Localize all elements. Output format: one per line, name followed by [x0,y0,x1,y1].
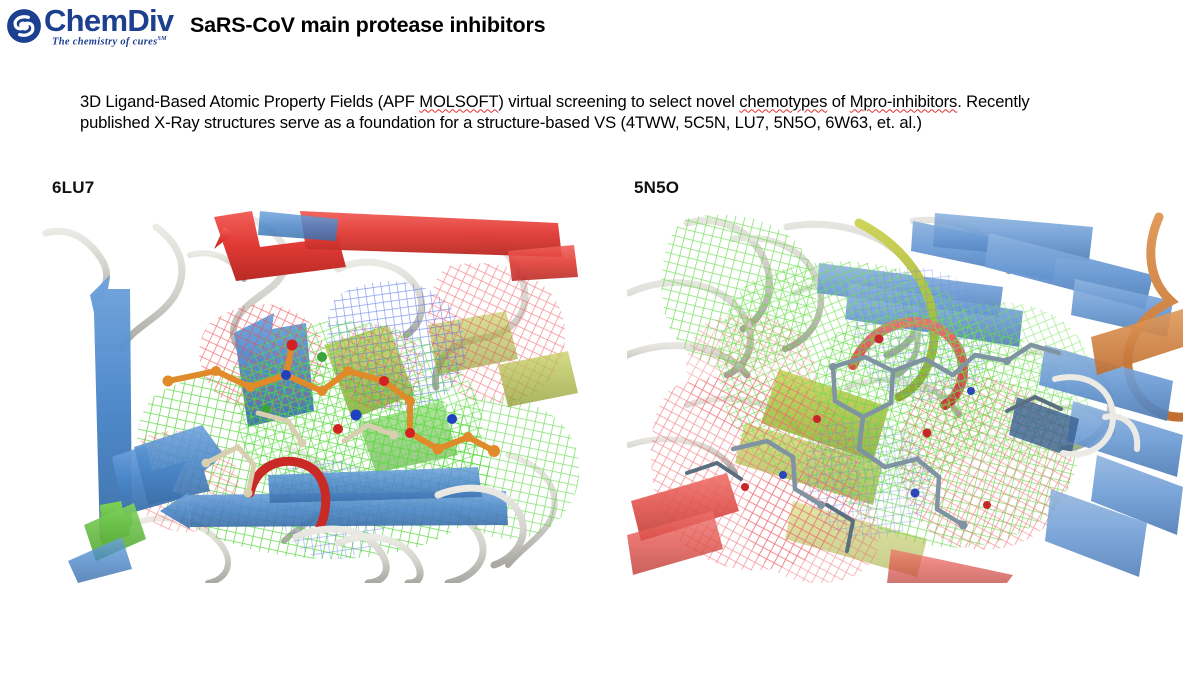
ribbon-strands-front [68,351,578,583]
paragraph-text: 3D Ligand-Based Atomic Property Fields (… [80,91,420,111]
apf-property-field-mesh-5n5o [650,214,1095,583]
chemdiv-swirl-logo-icon [7,9,41,43]
chemdiv-tagline: The chemistry of curesSM [52,36,167,48]
intro-paragraph: 3D Ligand-Based Atomic Property Fields (… [80,91,1080,134]
page-title: SaRS-CoV main protease inhibitors [190,13,546,37]
panel-label-6lu7: 6LU7 [52,178,95,197]
ligand-sticks-5n5o [685,334,1063,553]
ligand-ball-and-stick-6lu7 [162,339,500,498]
paragraph-text: ) virtual screening to select novel [498,91,740,111]
ribbon-diagram-5n5o [627,205,1183,583]
misspelled-word: chemotypes [739,91,828,111]
molecular-viewport-6lu7 [38,205,586,583]
paragraph-text: . Recently published X-Ray structures se… [80,91,1030,133]
chemdiv-logo: ChemDiv The chemistry of curesSM [6,3,186,48]
tagline-text: The chemistry of cures [52,36,158,48]
panel-label-5n5o: 5N5O [634,178,680,197]
tagline-trademark: SM [157,36,167,42]
misspelled-word: Mpro-inhibitors [849,91,958,111]
chemdiv-wordmark: ChemDiv [44,3,174,38]
beta-sheets-front-5n5o [627,309,1183,583]
misspelled-word: MOLSOFT [419,91,499,111]
molecular-viewport-5n5o [627,205,1183,583]
slide-header: ChemDiv The chemistry of curesSM SaRS-Co… [0,0,1200,55]
ribbon-diagram-6lu7 [38,205,586,583]
paragraph-text: of [827,91,850,111]
